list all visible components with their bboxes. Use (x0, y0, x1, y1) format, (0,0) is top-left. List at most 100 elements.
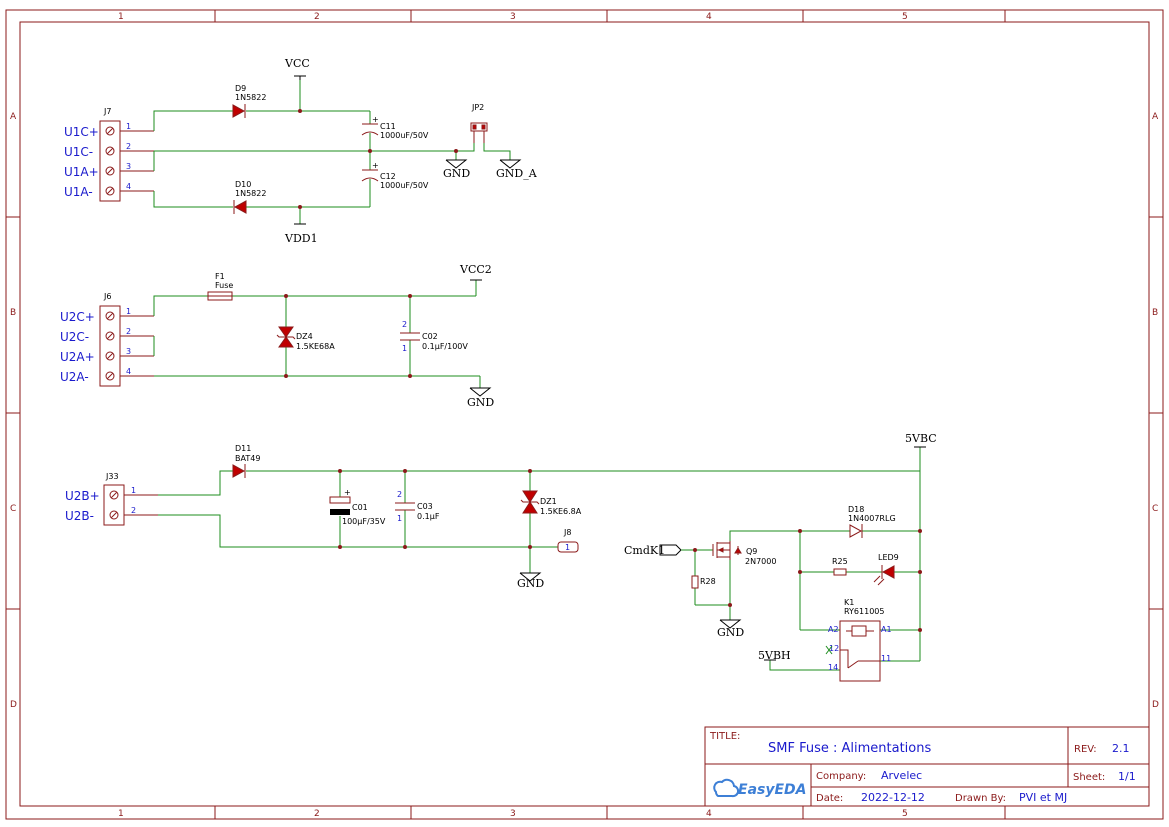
c12-plus: + (372, 161, 379, 170)
title-label: TITLE: (709, 731, 740, 742)
zone-row-c: C (10, 504, 16, 514)
ground-symbol-4 (719, 619, 742, 629)
zone-col-2: 2 (314, 12, 320, 22)
j6-ref: J6 (103, 292, 111, 301)
label-u1a-minus: U1A- (64, 185, 93, 199)
label-u2a-plus: U2A+ (60, 350, 95, 364)
sheet-value: 1/1 (1118, 770, 1136, 783)
capacitor-c12[interactable] (361, 169, 379, 182)
c02-pin-1: 1 (402, 344, 407, 353)
j8-ref: J8 (563, 528, 571, 537)
zone-col-5-bottom: 5 (902, 809, 908, 819)
d18-ref: D18 (848, 505, 864, 514)
ground-a-symbol (499, 159, 522, 169)
j6-pin-4: 4 (126, 367, 131, 376)
relay-k1[interactable] (839, 620, 881, 682)
c11-ref: C11 (380, 122, 396, 131)
date-value: 2022-12-12 (861, 791, 925, 804)
diode-d9[interactable] (232, 104, 246, 118)
net-vdd1: VDD1 (284, 232, 318, 245)
net-vcc: VCC (284, 57, 310, 70)
r28-ref: R28 (700, 577, 716, 586)
d11-value: BAT49 (235, 454, 260, 463)
j8-pin: 1 (565, 543, 570, 552)
resistor-r25[interactable] (833, 568, 847, 576)
mosfet-q9[interactable] (712, 541, 742, 560)
q9-value: 2N7000 (745, 557, 776, 566)
net-5vbh: 5VBH (758, 649, 791, 662)
j33-pin-1: 1 (131, 486, 136, 495)
diode-d18[interactable] (849, 524, 863, 538)
connector-j7[interactable] (99, 120, 154, 202)
label-u2c-plus: U2C+ (60, 310, 95, 324)
d9-ref: D9 (235, 84, 246, 93)
tvs-diode-dz4[interactable] (276, 326, 296, 348)
capacitor-c02[interactable] (400, 332, 420, 341)
rev-value: 2.1 (1112, 742, 1130, 755)
capacitor-c03[interactable] (395, 502, 415, 511)
zone-col-3: 3 (510, 12, 516, 22)
net-port-cmdk1[interactable] (659, 544, 682, 556)
c11-plus: + (372, 115, 379, 124)
c01-ref: C01 (352, 503, 368, 512)
dz1-ref: DZ1 (540, 497, 557, 506)
led9-ref: LED9 (878, 553, 899, 562)
zone-row-c-right: C (1152, 504, 1158, 514)
j6-pin-1: 1 (126, 307, 131, 316)
capacitor-c11[interactable] (361, 123, 379, 136)
k1-pin-a1: A1 (881, 625, 892, 634)
c02-ref: C02 (422, 332, 438, 341)
capacitor-c01[interactable] (329, 496, 351, 515)
net-gnd-1: GND (443, 167, 470, 180)
f1-ref: F1 (215, 272, 225, 281)
net-gnd-a: GND_A (496, 167, 538, 180)
drawn-by-value: PVI et MJ (1019, 791, 1067, 804)
k1-value: RY611005 (844, 607, 884, 616)
j7-pin-2: 2 (126, 142, 131, 151)
resistor-r28[interactable] (691, 575, 699, 589)
rev-label: REV: (1074, 744, 1097, 755)
sheet-label: Sheet: (1073, 772, 1105, 783)
zone-row-b: B (10, 308, 16, 318)
label-u2c-minus: U2C- (60, 330, 89, 344)
diode-d10[interactable] (233, 200, 247, 214)
net-gnd-2: GND (467, 396, 494, 409)
zone-row-d-right: D (1152, 700, 1159, 710)
zone-col-1-bottom: 1 (118, 809, 124, 819)
led-led9[interactable] (873, 565, 895, 586)
c01-value: 100µF/35V (342, 517, 386, 526)
k1-pin-14: 14 (828, 663, 838, 672)
jumper-jp2[interactable] (470, 122, 488, 143)
block-j6-supply: J6 1 2 3 4 U2C+ U2C- U2A+ U2A- F1 Fuse (60, 263, 494, 409)
net-5vbc: 5VBC (905, 432, 937, 445)
c03-pin-1: 1 (397, 514, 402, 523)
power-vcc (294, 75, 306, 80)
j6-pin-3: 3 (126, 347, 131, 356)
diode-d11[interactable] (232, 464, 246, 478)
c03-pin-2: 2 (397, 490, 402, 499)
zone-labels: 1 2 3 4 5 1 2 3 4 5 A B C D A B C D (10, 12, 1159, 819)
c11-value: 1000uF/50V (380, 131, 429, 140)
d10-value: 1N5822 (235, 189, 266, 198)
k1-ref: K1 (844, 598, 854, 607)
tvs-diode-dz1[interactable] (520, 490, 540, 514)
net-gnd-4: GND (717, 626, 744, 639)
connector-j33[interactable] (103, 484, 158, 526)
zone-col-3-bottom: 3 (510, 809, 516, 819)
fuse-f1[interactable] (207, 291, 233, 301)
c02-pin-2: 2 (402, 320, 407, 329)
r25-ref: R25 (832, 557, 848, 566)
d9-value: 1N5822 (235, 93, 266, 102)
dz4-ref: DZ4 (296, 332, 313, 341)
ground-symbol-2 (469, 387, 492, 397)
label-u2a-minus: U2A- (60, 370, 89, 384)
zone-row-b-right: B (1152, 308, 1158, 318)
sheet-title: SMF Fuse : Alimentations (768, 741, 931, 756)
d11-ref: D11 (235, 444, 251, 453)
connector-j6[interactable] (99, 305, 154, 387)
c03-value: 0.1µF (417, 512, 440, 521)
testpoint-j8[interactable] (557, 541, 579, 553)
easyeda-logo-text: EasyEDA (738, 782, 807, 798)
block-j33-relay: J33 1 2 U2B+ U2B- D11 BAT49 (65, 432, 937, 682)
label-u1c-plus: U1C+ (64, 125, 99, 139)
